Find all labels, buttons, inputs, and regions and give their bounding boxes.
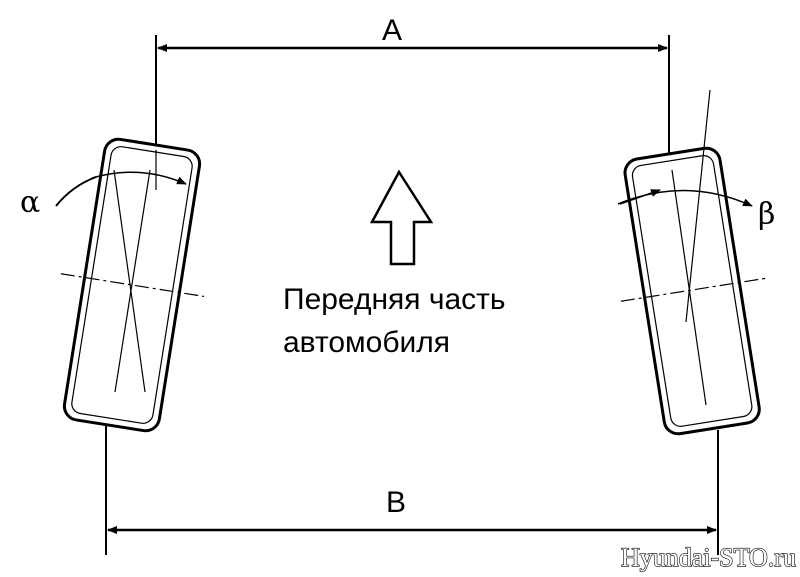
label-a: A xyxy=(382,14,402,47)
left-angle-leader xyxy=(55,176,97,207)
right-wheel-crossline-1 xyxy=(685,89,711,323)
right-wheel-axis xyxy=(620,277,770,302)
dimension-b: B xyxy=(105,425,719,555)
right-wheel-tire xyxy=(623,146,761,436)
right-angle-arc xyxy=(617,189,753,207)
label-b: B xyxy=(386,486,406,519)
left-wheel: α xyxy=(20,137,205,433)
label-beta: β xyxy=(758,197,775,232)
caption-front-line1: Передняя часть xyxy=(283,283,506,316)
right-wheel-tread xyxy=(631,155,753,427)
left-wheel-crossline-1 xyxy=(113,169,146,393)
left-angle-arc xyxy=(91,171,187,185)
left-wheel-axis xyxy=(60,273,205,298)
watermark: Hyundai-STO.ru xyxy=(621,543,796,572)
forward-arrow-icon xyxy=(369,169,434,266)
right-angle-arc-start xyxy=(619,189,661,205)
right-wheel: β xyxy=(617,89,775,436)
right-wheel-crossline-2 xyxy=(671,169,707,406)
label-alpha: α xyxy=(20,185,40,220)
caption-front-line2: автомобиля xyxy=(283,326,450,359)
dimension-a: A xyxy=(155,14,670,158)
left-wheel-crossline-2 xyxy=(114,169,151,393)
